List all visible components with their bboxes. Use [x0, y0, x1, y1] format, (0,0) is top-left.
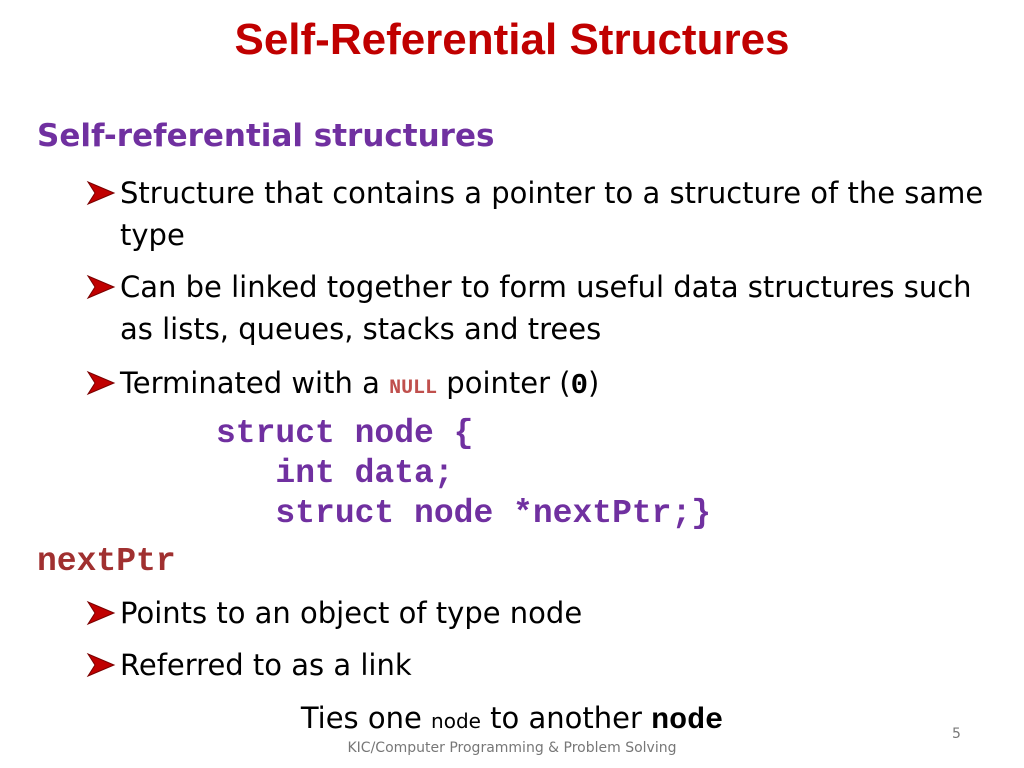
- section-heading-self-referential: Self-referential structures: [37, 118, 495, 154]
- bullet-item: Referred to as a link: [86, 644, 996, 686]
- code-line: struct node *nextPtr;}: [216, 495, 712, 532]
- arrow-bullet-icon: [86, 362, 120, 404]
- section-heading-nextptr: nextPtr: [37, 543, 176, 580]
- arrow-bullet-icon: [86, 644, 120, 686]
- ties-text-part: to another: [480, 701, 652, 735]
- bullet-text: Terminated with a NULL pointer (0): [86, 362, 996, 410]
- null-keyword: NULL: [389, 377, 438, 400]
- ties-line: Ties one node to another node: [0, 698, 1024, 741]
- bullet-text-part: ): [587, 366, 600, 400]
- node-bold-word: node: [651, 704, 724, 738]
- code-line: struct node {: [216, 415, 474, 452]
- arrow-bullet-icon: [86, 172, 120, 214]
- page-number: 5: [952, 726, 961, 742]
- bullet-item: Points to an object of type node: [86, 592, 996, 634]
- bullet-item: Structure that contains a pointer to a s…: [86, 172, 996, 256]
- bullet-item: Can be linked together to form useful da…: [86, 266, 996, 350]
- bullet-text-part: pointer (: [437, 366, 571, 400]
- bullet-text: Structure that contains a pointer to a s…: [120, 176, 984, 252]
- slide-footer: KIC/Computer Programming & Problem Solvi…: [347, 740, 677, 756]
- node-small-word: node: [431, 709, 481, 733]
- bullet-item: Terminated with a NULL pointer (0): [86, 362, 996, 410]
- ties-text-part: Ties one: [300, 701, 432, 735]
- code-line: int data;: [216, 455, 454, 492]
- arrow-bullet-icon: [86, 592, 120, 634]
- bullet-text: Can be linked together to form useful da…: [120, 270, 972, 346]
- bullet-text: Points to an object of type node: [120, 596, 583, 630]
- slide-title: Self-Referential Structures: [234, 15, 790, 64]
- bullet-text-part: Terminated with a: [120, 366, 390, 400]
- arrow-bullet-icon: [86, 266, 120, 308]
- bullet-text: Referred to as a link: [120, 648, 412, 682]
- zero-literal: 0: [570, 369, 588, 402]
